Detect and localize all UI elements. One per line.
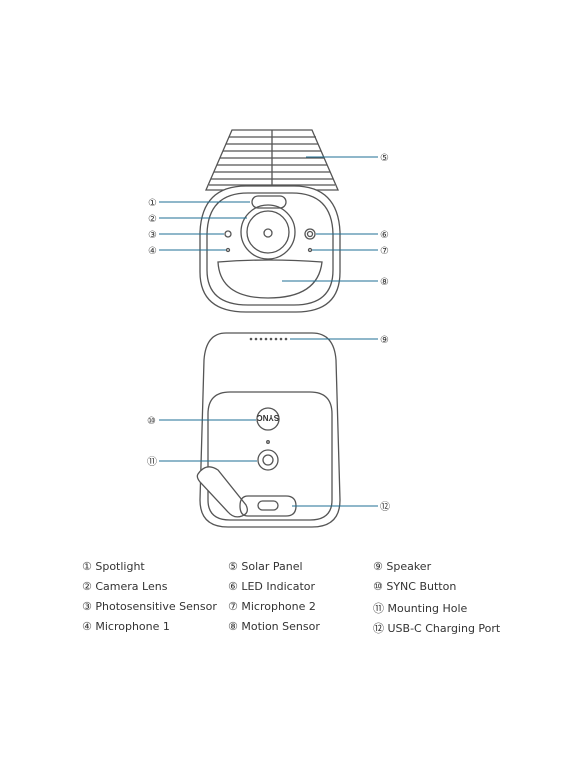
legend-motion-sensor: ⑧ Motion Sensor xyxy=(228,620,320,633)
mounting-hole xyxy=(257,449,279,471)
microphone-1 xyxy=(225,247,231,253)
legend: ① Spotlight ② Camera Lens ③ Photosensiti… xyxy=(82,560,522,640)
callout-4: ④ xyxy=(148,246,157,257)
legend-spotlight: ① Spotlight xyxy=(82,560,145,573)
photosensitive-sensor xyxy=(224,230,232,238)
legend-usb-c-charging-port: ⑫ USB-C Charging Port xyxy=(373,622,501,635)
callout-6: ⑥ xyxy=(380,230,389,241)
callout-8: ⑧ xyxy=(380,277,389,288)
legend-microphone-1: ④ Microphone 1 xyxy=(82,620,170,633)
callout-3: ③ xyxy=(148,230,157,241)
motion-sensor xyxy=(217,259,323,299)
callout-2: ② xyxy=(148,214,157,225)
led-indicator xyxy=(304,228,316,240)
indicator-dot xyxy=(266,440,270,444)
back-view xyxy=(196,332,341,528)
callout-7: ⑦ xyxy=(380,246,389,257)
sync-button xyxy=(256,407,280,431)
legend-sync-button: ⑩ SYNC Button xyxy=(373,580,457,593)
callout-11: ⑪ xyxy=(147,456,157,468)
charging-flap xyxy=(196,466,248,518)
legend-speaker: ⑨ Speaker xyxy=(373,560,432,573)
usb-c-charging-port xyxy=(239,495,297,517)
callout-10: ⑩ xyxy=(147,416,156,427)
microphone-2 xyxy=(307,247,313,253)
camera-lens xyxy=(240,204,296,260)
callout-12: ⑫ xyxy=(380,501,390,513)
solar-panel xyxy=(205,129,339,191)
legend-solar-panel: ⑤ Solar Panel xyxy=(228,560,303,573)
callout-numbers: ① ② ③ ④ ⑤ ⑥ ⑦ ⑧ ⑨ ⑩ ⑪ ⑫ xyxy=(147,153,390,513)
legend-camera-lens: ② Camera Lens xyxy=(82,580,168,593)
sync-label: SYNC xyxy=(257,413,279,422)
callout-9: ⑨ xyxy=(380,335,389,346)
legend-photosensitive-sensor: ③ Photosensitive Sensor xyxy=(82,600,217,613)
legend-mounting-hole: ⑪ Mounting Hole xyxy=(373,602,468,615)
speaker xyxy=(249,337,288,341)
spotlight xyxy=(251,195,287,209)
leader-lines xyxy=(159,156,378,507)
legend-led-indicator: ⑥ LED Indicator xyxy=(228,580,316,593)
callout-1: ① xyxy=(148,198,157,209)
legend-microphone-2: ⑦ Microphone 2 xyxy=(228,600,316,613)
callout-5: ⑤ xyxy=(380,153,389,164)
